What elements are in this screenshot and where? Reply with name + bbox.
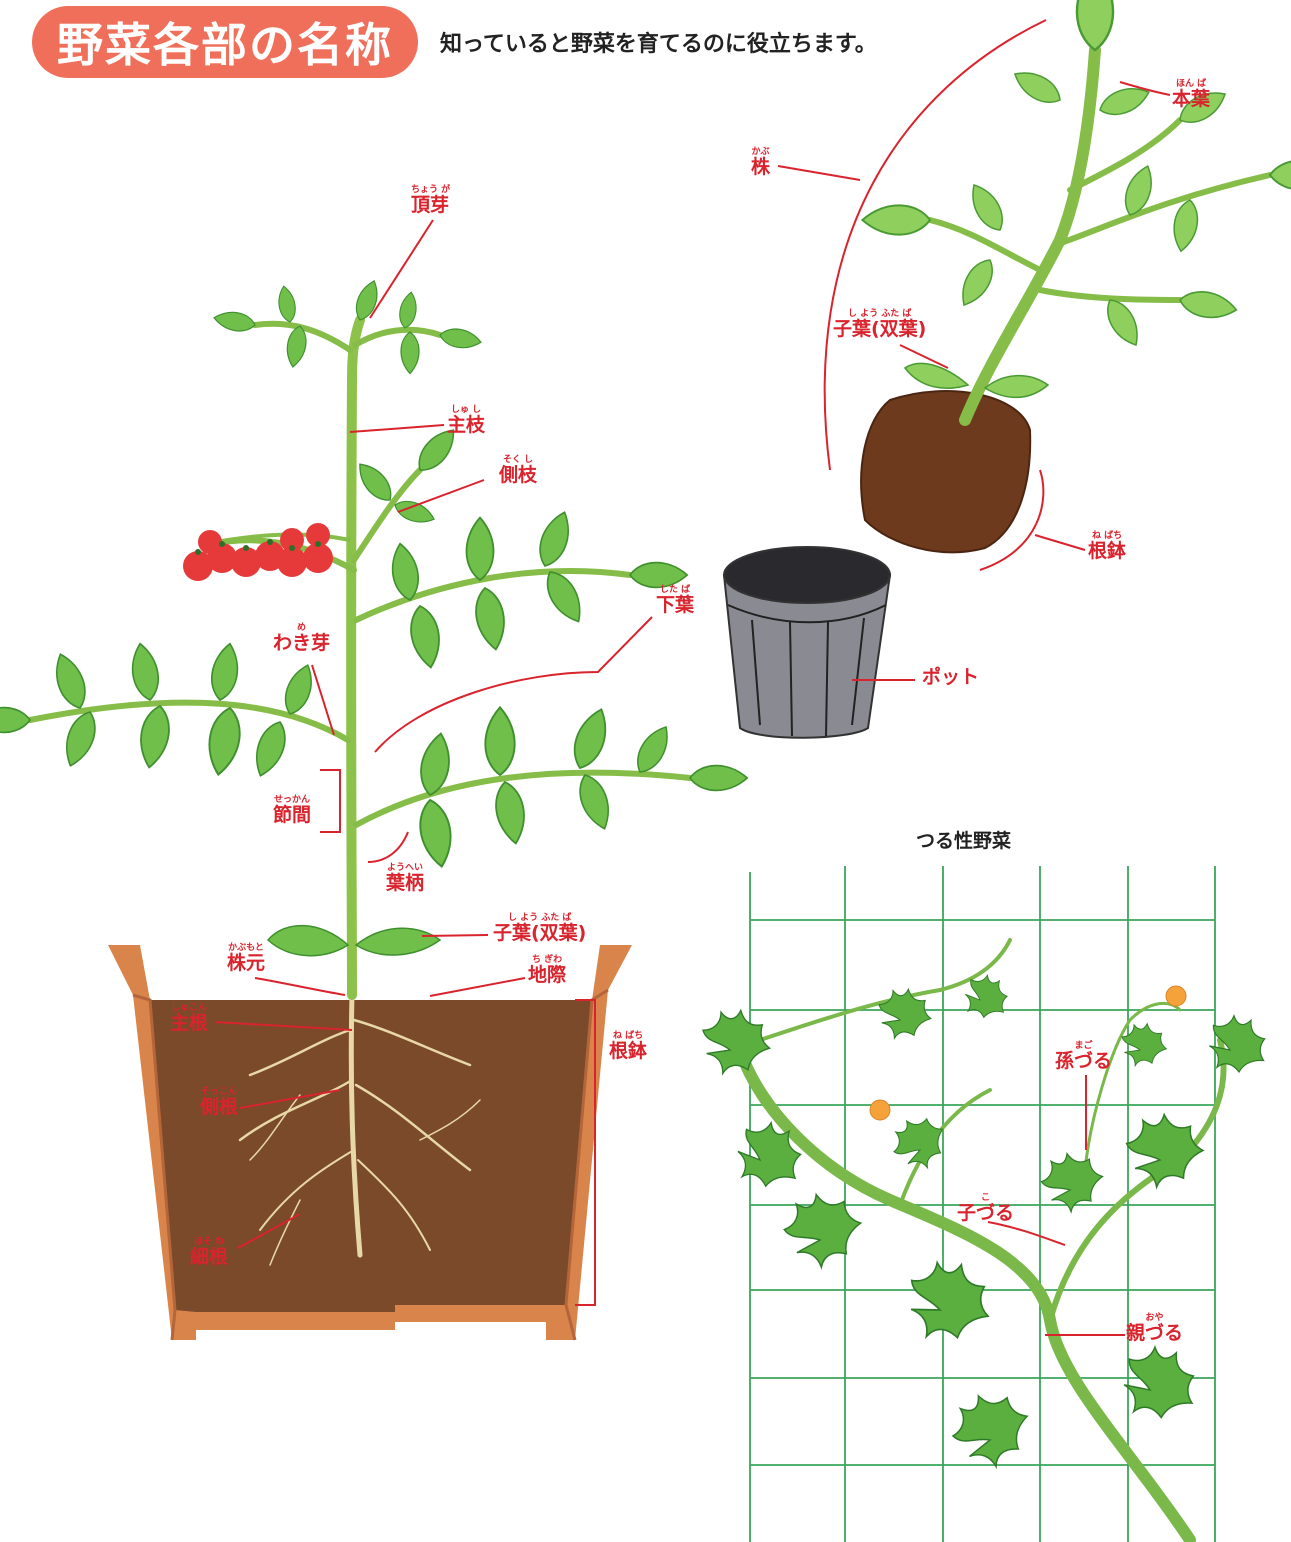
label-child-vine: こ子づる	[957, 1194, 1014, 1223]
label-petiole: ようへい葉柄	[386, 864, 424, 893]
tomato-plant	[0, 220, 747, 1340]
tomato-cluster	[183, 523, 350, 581]
label-main-branch: しゅ し主枝	[447, 406, 485, 435]
label-ground-level: ち ぎわ地際	[528, 956, 566, 985]
seedling-illustration	[724, 0, 1291, 738]
label-pot: ポット	[922, 668, 979, 687]
label-taproot: しゅこん主根	[170, 1004, 208, 1033]
label-parent-vine: おや親づる	[1126, 1314, 1183, 1343]
main-stem	[351, 320, 360, 995]
label-lateral-root: そっこん側根	[200, 1088, 238, 1117]
label-axillary-bud: めわき芽	[273, 624, 330, 653]
label-lower-leaves: した ば下葉	[656, 586, 694, 615]
label-plant-base: かぶもと株元	[227, 944, 265, 973]
label-internode: せっかん節間	[273, 796, 311, 825]
label-plant: かぶ株	[751, 148, 770, 177]
label-cotyledon: し よう ふた ば子葉(双葉)	[493, 914, 586, 943]
label-side-branch: そく し側枝	[499, 456, 537, 485]
vine-section-title: つる性野菜	[916, 832, 1011, 851]
label-grandchild-vine: まご孫づる	[1055, 1042, 1112, 1071]
side-branch-leaves	[352, 423, 462, 528]
top-leaves	[212, 278, 482, 374]
label-seedling-cotyledon: し よう ふた ば子葉(双葉)	[833, 310, 926, 339]
label-apical-bud: ちょう が頂芽	[411, 186, 450, 215]
label-root-ball: ね ばち根鉢	[609, 1032, 647, 1061]
empty-pot	[724, 547, 890, 738]
label-fine-root: ほそ ね細根	[190, 1238, 228, 1267]
label-seedling-root-ball: ね ばち根鉢	[1088, 532, 1126, 561]
root-ball	[861, 391, 1030, 552]
label-true-leaf: ほん ば本葉	[1172, 80, 1210, 109]
